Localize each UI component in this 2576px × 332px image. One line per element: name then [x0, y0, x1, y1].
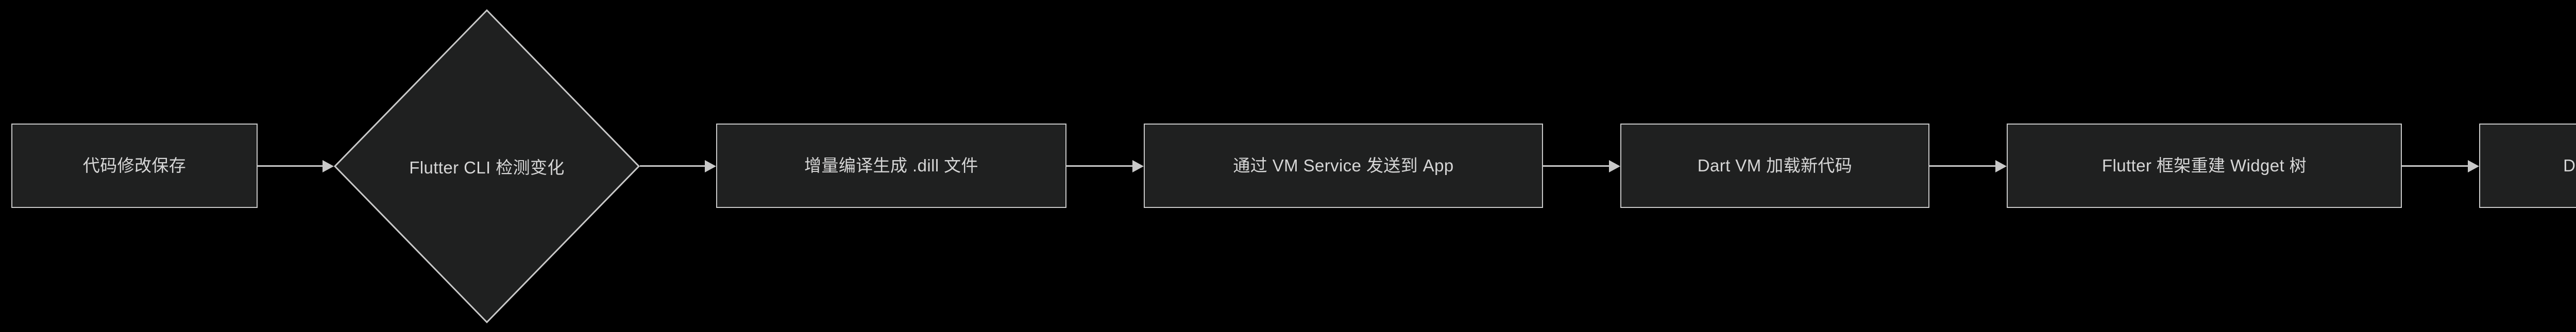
connector-arrow-3	[1066, 160, 1144, 172]
connector-line	[1066, 165, 1133, 167]
flow-node-process-n3[interactable]: 增量编译生成 .dill 文件	[716, 124, 1066, 208]
flow-node-label: Dart VM 加载新代码	[1697, 156, 1853, 176]
flow-node-decision-n2[interactable]: Flutter CLI 检测变化	[334, 9, 640, 323]
connector-line	[2402, 165, 2469, 167]
flow-node-process-n6[interactable]: Flutter 框架重建 Widget 树	[2007, 124, 2402, 208]
flow-node-process-n7[interactable]: Diff 算法更新渲染树	[2479, 124, 2576, 208]
connector-line	[1929, 165, 1996, 167]
arrowhead-icon	[1132, 160, 1144, 172]
flow-node-process-n5[interactable]: Dart VM 加载新代码	[1620, 124, 1929, 208]
connector-arrow-2	[640, 160, 716, 172]
arrowhead-icon	[1609, 160, 1620, 172]
flow-node-process-n4[interactable]: 通过 VM Service 发送到 App	[1144, 124, 1543, 208]
connector-line	[258, 165, 324, 167]
connector-arrow-6	[2402, 160, 2479, 172]
arrowhead-icon	[323, 160, 334, 172]
connector-arrow-1	[258, 160, 334, 172]
connector-line	[640, 165, 706, 167]
arrowhead-icon	[1995, 160, 2007, 172]
arrowhead-icon	[705, 160, 716, 172]
flow-node-label: Diff 算法更新渲染树	[2563, 156, 2576, 176]
flow-node-process-n1[interactable]: 代码修改保存	[11, 124, 258, 208]
flow-node-label: 代码修改保存	[82, 156, 187, 176]
flow-node-label: Flutter 框架重建 Widget 树	[2102, 156, 2307, 176]
flow-node-label: 通过 VM Service 发送到 App	[1233, 156, 1454, 176]
connector-line	[1543, 165, 1610, 167]
flow-node-label: 增量编译生成 .dill 文件	[804, 156, 978, 176]
diamond-shape-icon	[334, 9, 640, 323]
connector-arrow-5	[1929, 160, 2007, 172]
connector-arrow-4	[1543, 160, 1620, 172]
arrowhead-icon	[2468, 160, 2479, 172]
